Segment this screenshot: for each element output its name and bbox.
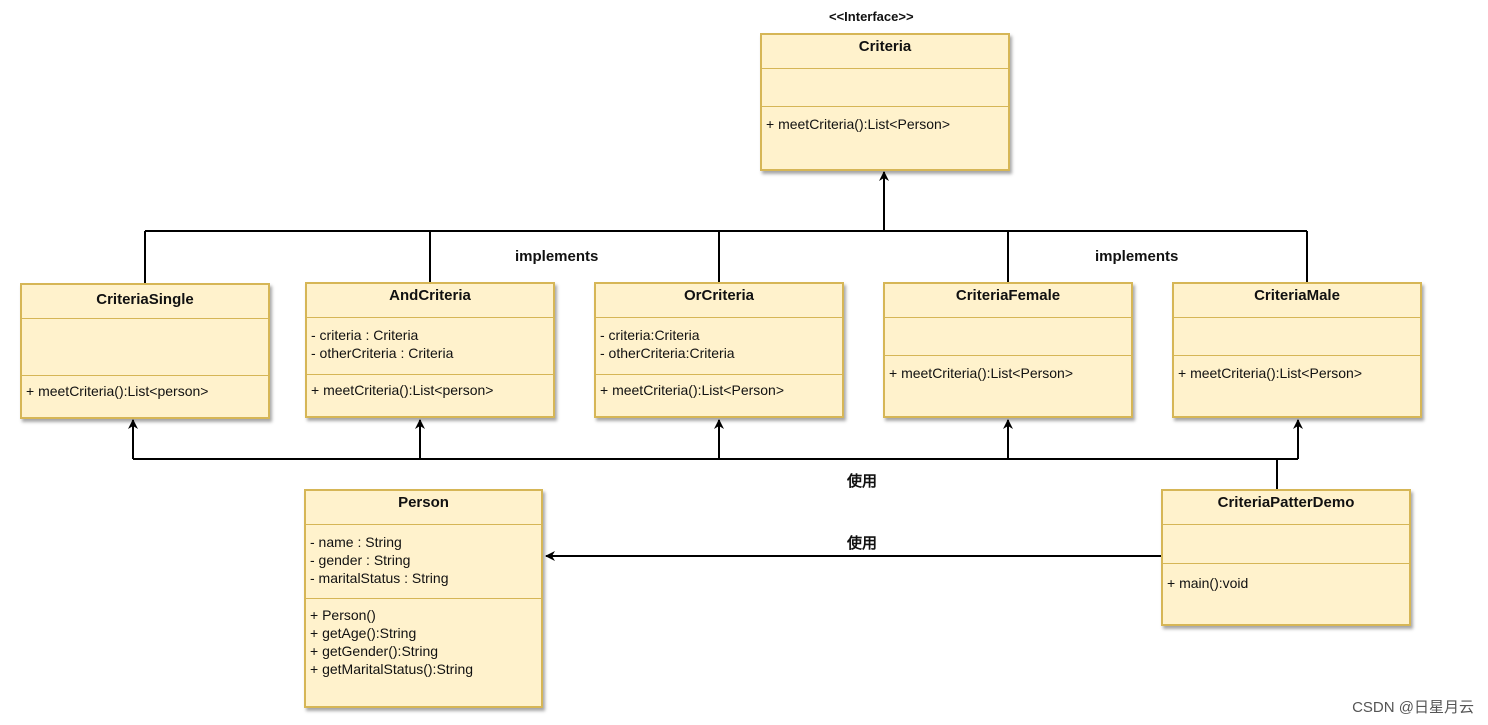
attributes-section: [22, 318, 268, 375]
method: + meetCriteria():List<Person>: [600, 382, 785, 398]
class-name: OrCriteria: [683, 287, 755, 304]
watermark: CSDN @日星月云: [1352, 699, 1474, 716]
attributes-section: - name : String - gender : String - mari…: [306, 524, 541, 598]
class-name: Criteria: [858, 38, 912, 55]
uses-label: 使用: [847, 473, 878, 490]
attribute: - criteria:Criteria: [600, 327, 700, 343]
method: + getMaritalStatus():String: [310, 661, 474, 677]
methods-section: + meetCriteria():List<person>: [22, 375, 268, 417]
class-criteria-female[interactable]: CriteriaFemale + meetCriteria():List<Per…: [883, 282, 1133, 418]
method: + meetCriteria():List<Person>: [766, 116, 951, 132]
methods-section: + meetCriteria():List<person>: [307, 374, 553, 416]
methods-section: + meetCriteria():List<Person>: [1174, 355, 1420, 416]
method: + Person(): [310, 607, 376, 623]
methods-section: + meetCriteria():List<Person>: [762, 106, 1008, 169]
method: + main():void: [1167, 575, 1249, 591]
attributes-section: [762, 68, 1008, 106]
methods-section: + Person() + getAge():String + getGender…: [306, 598, 541, 706]
attributes-section: - criteria:Criteria - otherCriteria:Crit…: [596, 317, 842, 374]
class-name: CriteriaPatterDemo: [1217, 494, 1355, 511]
class-criteria-patter-demo[interactable]: CriteriaPatterDemo + main():void: [1161, 489, 1411, 626]
class-name: AndCriteria: [389, 287, 471, 304]
methods-section: + meetCriteria():List<Person>: [885, 355, 1131, 416]
attribute: - otherCriteria:Criteria: [600, 345, 735, 361]
uses-label: 使用: [847, 535, 878, 552]
attributes-section: [1163, 524, 1409, 563]
class-person[interactable]: Person - name : String - gender : String…: [304, 489, 543, 708]
method: + meetCriteria():List<person>: [311, 382, 494, 398]
methods-section: + meetCriteria():List<Person>: [596, 374, 842, 416]
class-criteria[interactable]: Criteria + meetCriteria():List<Person>: [760, 33, 1010, 171]
class-name: CriteriaSingle: [96, 291, 194, 308]
method: + getAge():String: [310, 625, 417, 641]
attributes-section: [885, 317, 1131, 355]
method: + getGender():String: [310, 643, 439, 659]
attribute: - gender : String: [310, 552, 411, 568]
class-and-criteria[interactable]: AndCriteria - criteria : Criteria - othe…: [305, 282, 555, 418]
class-name: CriteriaMale: [1254, 287, 1340, 304]
implements-connector: [144, 171, 1308, 283]
class-criteria-single[interactable]: CriteriaSingle + meetCriteria():List<per…: [20, 283, 270, 419]
method: + meetCriteria():List<Person>: [1178, 365, 1363, 381]
attributes-section: [1174, 317, 1420, 355]
class-or-criteria[interactable]: OrCriteria - criteria:Criteria - otherCr…: [594, 282, 844, 418]
method: + meetCriteria():List<person>: [26, 383, 209, 399]
attribute: - otherCriteria : Criteria: [311, 345, 454, 361]
attribute: - maritalStatus : String: [310, 570, 449, 586]
implements-label: implements: [1095, 248, 1179, 265]
methods-section: + main():void: [1163, 563, 1409, 624]
class-name: CriteriaFemale: [955, 287, 1061, 304]
attribute: - name : String: [310, 534, 402, 550]
method: + meetCriteria():List<Person>: [889, 365, 1074, 381]
class-criteria-male[interactable]: CriteriaMale + meetCriteria():List<Perso…: [1172, 282, 1422, 418]
class-name: Person: [398, 494, 449, 511]
attribute: - criteria : Criteria: [311, 327, 419, 343]
implements-label: implements: [515, 248, 599, 265]
attributes-section: - criteria : Criteria - otherCriteria : …: [307, 317, 553, 374]
uses-criteria-connector: [128, 419, 1303, 490]
interface-stereotype: <<Interface>>: [829, 9, 914, 24]
